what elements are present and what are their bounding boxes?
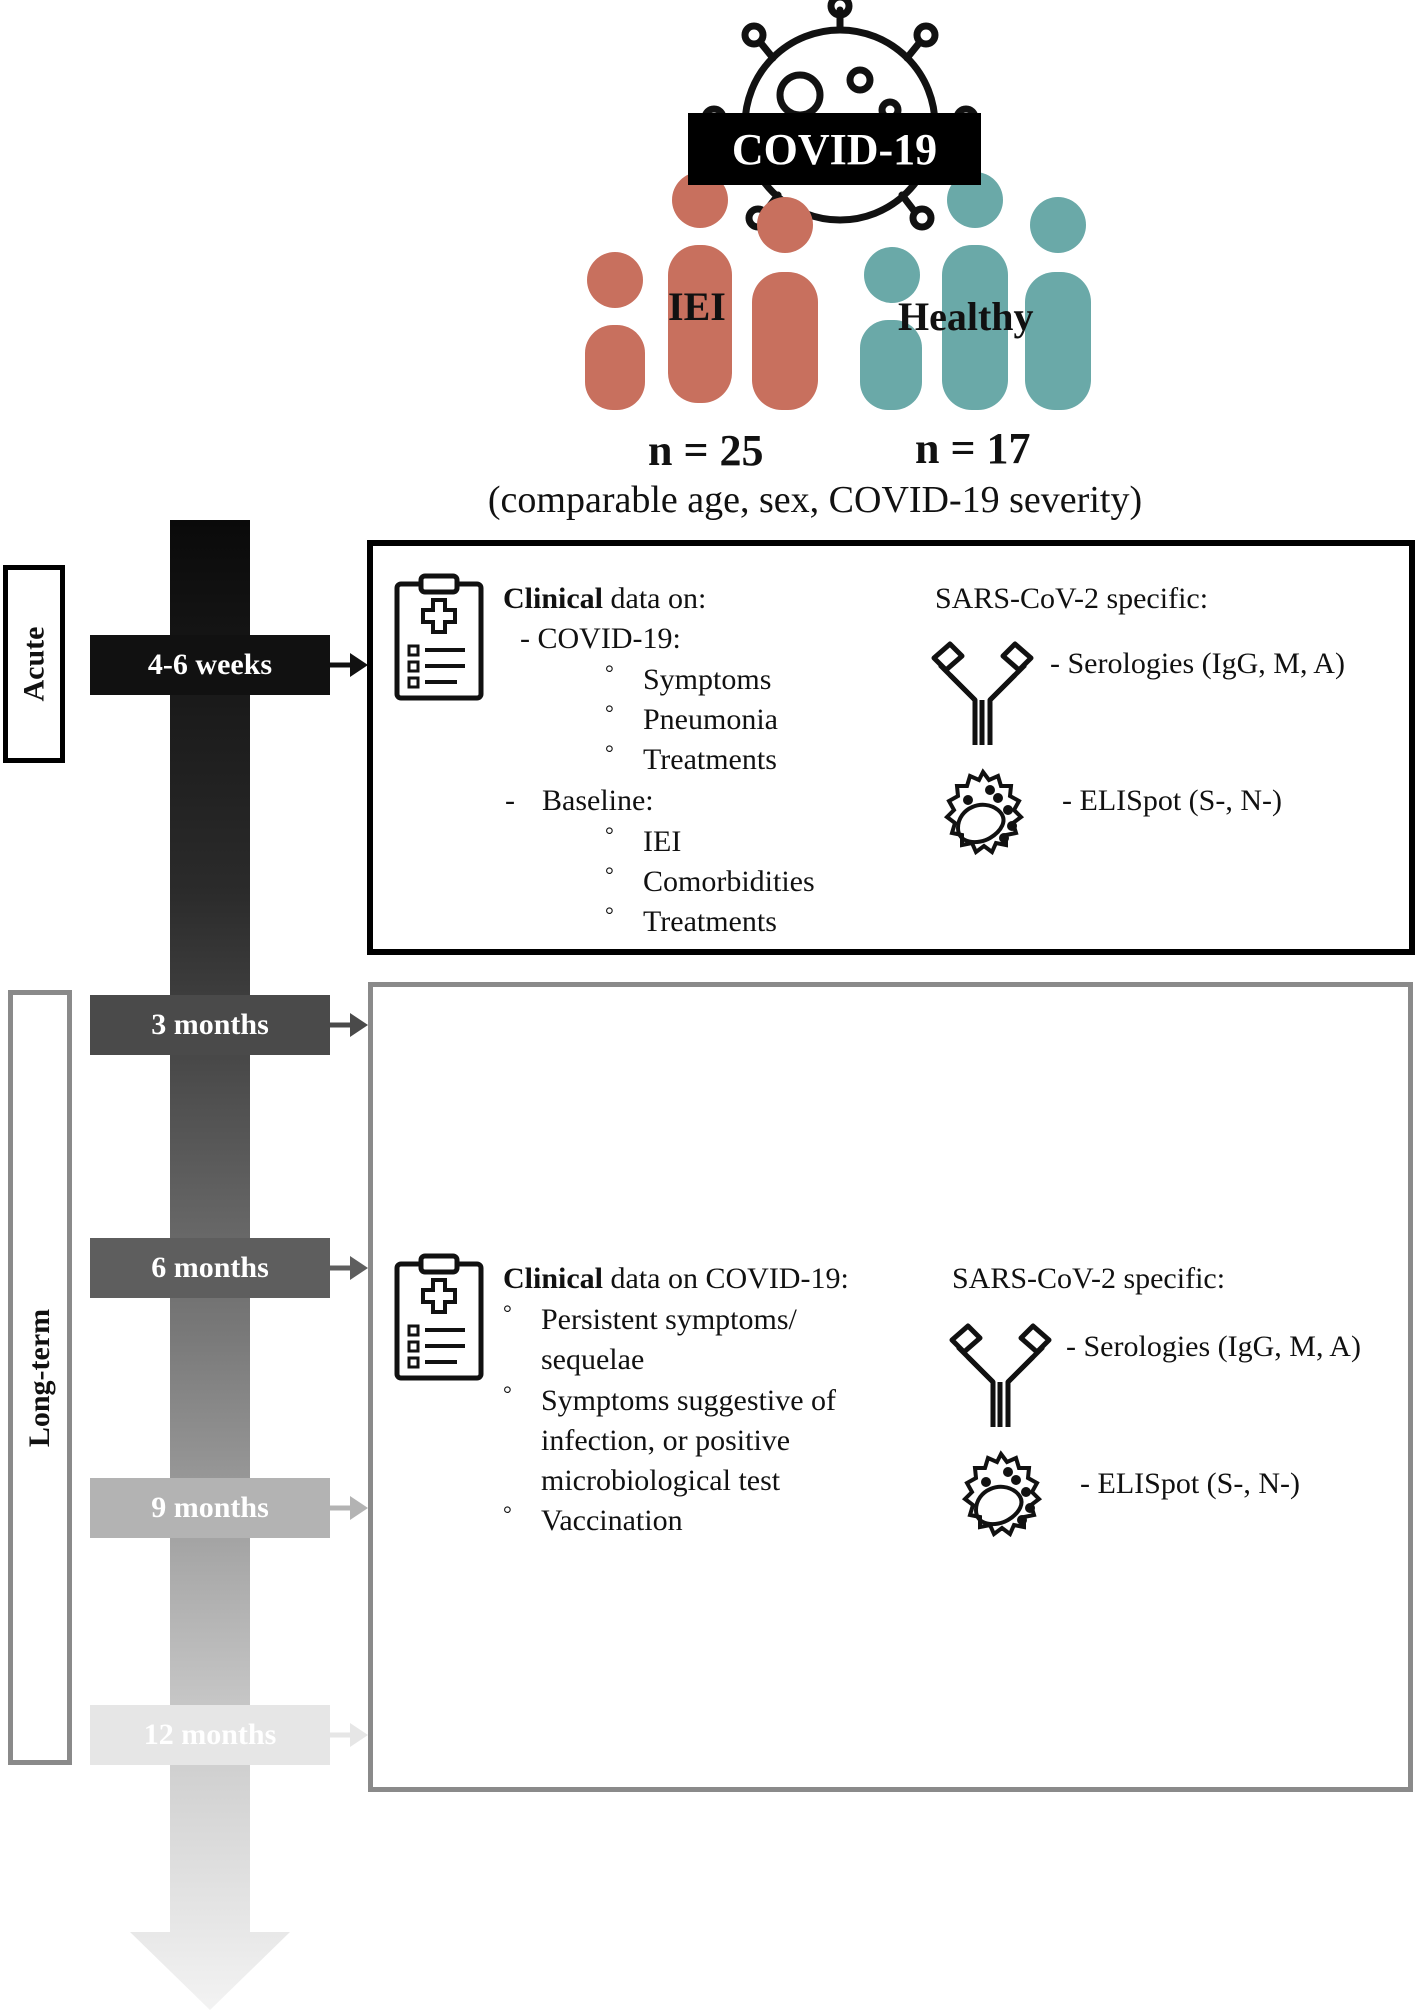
acute-data-panel (367, 540, 1415, 955)
timepoint-3-months: 3 months (90, 995, 330, 1055)
long-term-item: infection, or positive (541, 1424, 791, 1457)
t-cell-icon (961, 1450, 1043, 1538)
medical-clipboard-icon (394, 1253, 484, 1381)
medical-clipboard-icon (394, 573, 484, 701)
long-term-item: microbiological test (541, 1464, 781, 1497)
bullet-icon: ° (605, 902, 614, 927)
long-term-phase-label: Long-term (23, 1308, 57, 1447)
matching-note: (comparable age, sex, COVID-19 severity) (487, 479, 1143, 521)
antibody-icon (949, 1323, 1052, 1427)
bullet-icon: ° (605, 740, 614, 765)
covid-cohort-illustration (585, 0, 1091, 410)
baseline-item: Baseline: (542, 784, 654, 817)
bullet-icon: ° (503, 1381, 512, 1406)
iei-count: n = 25 (648, 426, 764, 475)
arrow-right-icon (330, 653, 368, 677)
long-term-item: Persistent symptoms/ (541, 1303, 797, 1336)
long-term-data-panel (368, 982, 1413, 1792)
bullet-icon: ° (605, 822, 614, 847)
timepoint-9-months: 9 months (90, 1478, 330, 1538)
baseline-dash: - (505, 784, 515, 817)
antibody-icon (931, 641, 1034, 745)
long-term-clinical-heading: Clinical data on COVID-19: (503, 1259, 849, 1299)
acute-phase-box: Acute (3, 565, 65, 763)
timepoint-4-6-weeks: 4-6 weeks (90, 635, 330, 695)
covid-item: - COVID-19: (520, 622, 681, 655)
acute-serologies: - Serologies (IgG, M, A) (1050, 647, 1345, 680)
arrow-right-icon (330, 1256, 368, 1280)
bullet-icon: ° (605, 660, 614, 685)
acute-elispot: - ELISpot (S-, N-) (1062, 784, 1282, 817)
arrow-right-icon (330, 1013, 368, 1037)
bullet-icon: ° (503, 1501, 512, 1526)
covid-sub-item: Treatments (643, 743, 777, 776)
arrow-right-icon (330, 1496, 368, 1520)
clinical-bold: Clinical (503, 582, 604, 615)
long-term-elispot: - ELISpot (S-, N-) (1080, 1467, 1300, 1500)
acute-clinical-heading: Clinical data on: (503, 579, 706, 619)
healthy-group-figures (860, 172, 1091, 410)
iei-group-label: IEI (668, 284, 726, 329)
long-term-sars-heading: SARS-CoV-2 specific: (952, 1262, 1226, 1295)
arrow-right-icon (330, 1723, 368, 1747)
acute-phase-label: Acute (17, 626, 51, 702)
clinical-rest: data on COVID-19: (603, 1262, 849, 1295)
long-term-item: sequelae (541, 1343, 645, 1376)
bullet-icon: ° (605, 862, 614, 887)
clinical-bold: Clinical (503, 1262, 604, 1295)
long-term-item: Symptoms suggestive of (541, 1384, 837, 1417)
bullet-icon: ° (605, 700, 614, 725)
long-term-item: Vaccination (541, 1504, 683, 1537)
bullet-icon: ° (503, 1300, 512, 1325)
iei-group-figures (585, 172, 818, 410)
baseline-sub-item: Comorbidities (643, 865, 815, 898)
long-term-serologies: - Serologies (IgG, M, A) (1066, 1330, 1361, 1363)
healthy-group-label: Healthy (898, 294, 1034, 339)
covid-sub-item: Symptoms (643, 663, 772, 696)
healthy-count: n = 17 (915, 424, 1031, 473)
t-cell-icon (943, 768, 1025, 856)
baseline-sub-item: IEI (643, 825, 682, 858)
timepoint-12-months: 12 months (90, 1705, 330, 1765)
acute-sars-heading: SARS-CoV-2 specific: (935, 582, 1209, 615)
clinical-rest: data on: (603, 582, 707, 615)
timepoint-6-months: 6 months (90, 1238, 330, 1298)
covid-sub-item: Pneumonia (643, 703, 778, 736)
baseline-sub-item: Treatments (643, 905, 777, 938)
long-term-phase-box: Long-term (8, 990, 72, 1765)
covid-banner: COVID-19 (688, 113, 981, 185)
